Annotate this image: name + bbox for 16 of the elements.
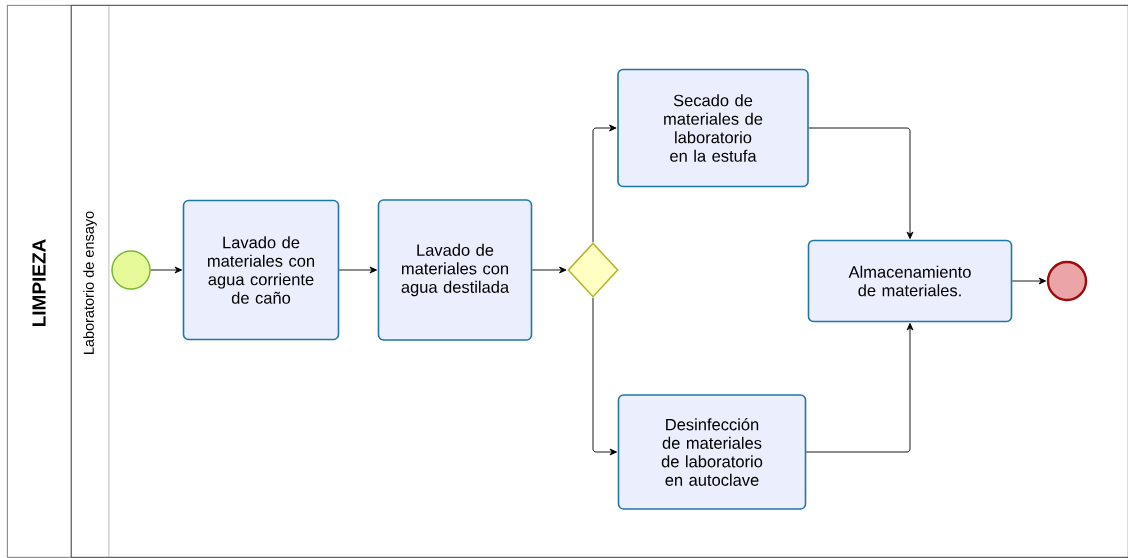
task-box: Lavado de materiales con agua corriente de caño xyxy=(182,199,340,341)
arrow xyxy=(805,322,914,453)
task-box: Almacenamiento de materiales. xyxy=(807,239,1013,323)
arrow xyxy=(1011,277,1047,285)
arrow xyxy=(592,124,617,243)
task-box: Secado de materiales de laboratorio en la estufa xyxy=(617,68,809,188)
arrow xyxy=(338,266,378,274)
end-event-circle xyxy=(1046,260,1088,302)
arrow xyxy=(150,266,183,274)
task-box: Lavado de materiales con agua destilada xyxy=(377,199,533,341)
arrow xyxy=(531,266,567,274)
arrow xyxy=(592,297,618,456)
start-event-circle xyxy=(111,250,151,290)
gateway-diamond xyxy=(567,242,619,298)
task-box: Desinfección de materiales de laboratorio en autoclave xyxy=(617,394,807,510)
arrow xyxy=(808,127,914,240)
